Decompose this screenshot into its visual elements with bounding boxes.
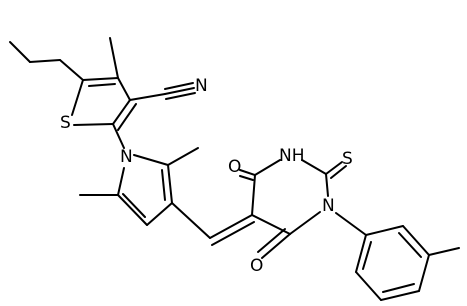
bond-c2pyr-s [325, 161, 343, 175]
pyrimidine-ring [251, 159, 329, 235]
bond-n1-aryl [335, 212, 367, 236]
bond-c3-c2-double [117, 103, 137, 131]
bond-c5-c4pyr [251, 174, 256, 216]
atom-labels: S N N NH N O O S [60, 76, 353, 276]
nitrile-group [129, 82, 196, 101]
bond-aryl-5 [355, 271, 382, 301]
bond-c5-c4 [82, 77, 119, 81]
bond-c2p-c3p [167, 164, 173, 204]
bond-c5-propyl1 [59, 59, 84, 81]
bond-aryl-4-double [382, 283, 415, 293]
bond-c6-o-double [257, 228, 286, 253]
bond-c4pyr-o [239, 169, 256, 176]
bond-cn-triple-1 [164, 87, 195, 95]
bond-aryl-2-double [398, 232, 422, 258]
bond-c5-c4-double [88, 83, 116, 87]
bond-propyl2-3 [9, 41, 31, 63]
bond-c2p-methyl [167, 147, 199, 166]
bond-c3p-ch [171, 202, 211, 239]
bond-c6-o [261, 233, 291, 259]
bond-c5p-n [117, 167, 125, 196]
atom-s-thiophene: S [60, 113, 71, 133]
bond-ch-c5pyr [209, 214, 253, 239]
bond-c4pyr-o-double [239, 175, 254, 181]
pyrrole-ring [117, 154, 173, 226]
bond-aryl-methyl [428, 247, 460, 256]
atom-n-pyrrole: N [120, 147, 133, 167]
bond-cn-triple-2 [164, 82, 194, 90]
bond-propyl1-2 [29, 59, 61, 63]
bond-c4pyr-nh [254, 159, 281, 176]
bond-nh-c2pyr [301, 159, 327, 175]
bond-cn-triple-3 [165, 92, 196, 100]
bond-aryl-6-double [362, 241, 372, 270]
tolyl-group [335, 212, 460, 301]
bond-c3-c2 [112, 99, 131, 125]
bond-n-c2p [133, 154, 169, 166]
bond-c2-npyrrole [112, 123, 125, 149]
bond-aryl-6 [355, 234, 367, 273]
bond-n1-c6 [289, 211, 321, 235]
atom-o-bottom: O [250, 256, 263, 276]
bond-c3-cn [129, 93, 166, 101]
bond-ch-c5pyr-double [211, 221, 255, 246]
thiocarbonyl-group [325, 161, 347, 179]
bond-c4p-c5p-double [122, 193, 146, 218]
atom-s-thio: S [342, 149, 353, 169]
bond-c2pyr-s-double [330, 165, 347, 179]
label-masks [58, 75, 356, 275]
thiophene-ring [71, 77, 137, 131]
carbonyl-groups [239, 169, 291, 259]
bond-c2p-c3p-double [161, 169, 166, 201]
bond-c2-s [73, 123, 114, 126]
bond-c4-methyl [109, 37, 119, 79]
atom-n-pyrimidine: N [322, 196, 335, 216]
bond-aryl-2 [402, 225, 430, 256]
bond-c4-c3 [117, 77, 131, 101]
bond-aryl-3 [418, 254, 430, 292]
bond-c6-c5 [251, 214, 291, 235]
bond-c4p-c5p [117, 194, 148, 226]
propyl-chain [9, 41, 84, 81]
atom-n-nitrile: N [195, 76, 208, 96]
bond-c3p-c4p [146, 202, 173, 226]
methylidene-bridge [171, 202, 255, 246]
bond-s-c5 [71, 79, 84, 116]
atom-nh: NH [279, 146, 305, 166]
atom-o-top: O [228, 157, 241, 177]
bond-aryl-1 [365, 225, 404, 236]
bond-c2pyr-n1 [325, 173, 329, 197]
bond-aryl-4 [380, 290, 420, 301]
